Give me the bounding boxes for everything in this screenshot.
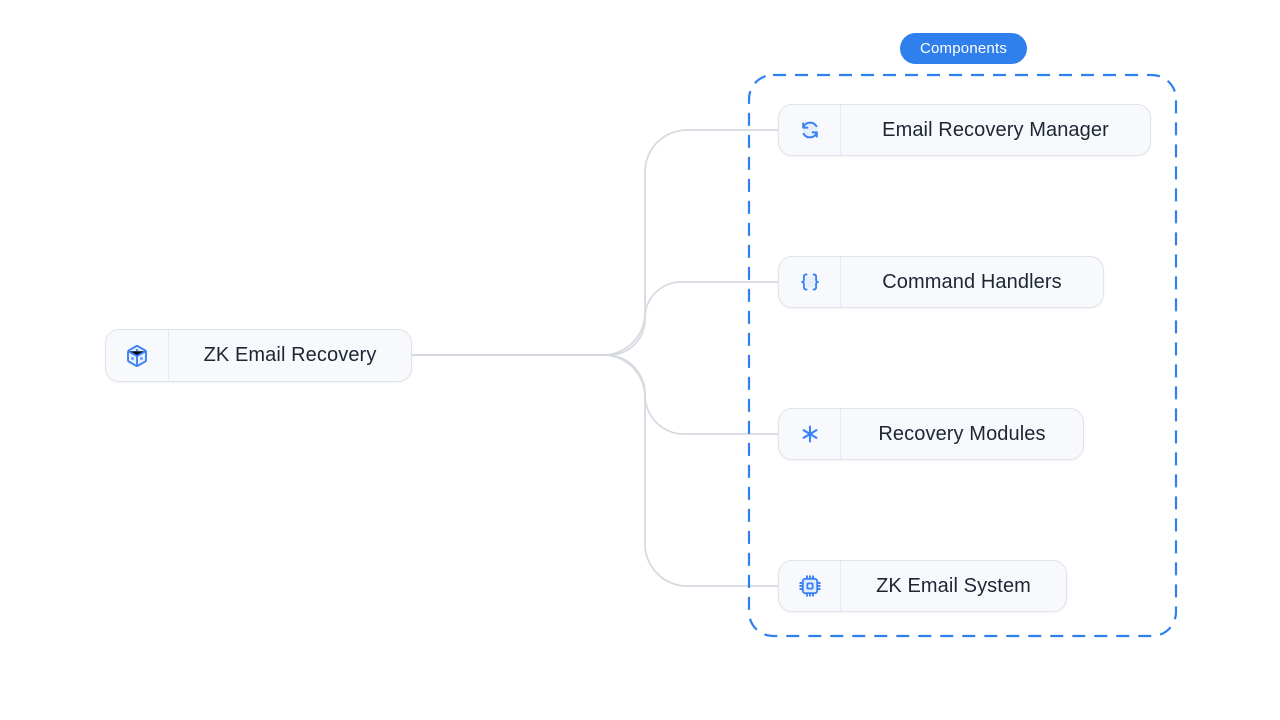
node-label: ZK Email System xyxy=(876,574,1031,597)
components-group-boundary xyxy=(747,73,1178,638)
node-zk-email-recovery[interactable]: ZK Email Recovery xyxy=(105,329,412,382)
package-icon xyxy=(106,330,169,381)
node-email-recovery-manager[interactable]: Email Recovery Manager xyxy=(778,104,1151,156)
chip-icon xyxy=(779,561,841,611)
node-recovery-modules[interactable]: Recovery Modules xyxy=(778,408,1084,460)
node-label: Recovery Modules xyxy=(878,422,1046,445)
edge-root-to-email-recovery-manager xyxy=(412,129,780,356)
edge-root-to-zk-email-system xyxy=(412,354,780,587)
node-label: Email Recovery Manager xyxy=(882,118,1109,141)
asterisk-icon xyxy=(779,409,841,459)
sync-icon xyxy=(779,105,841,155)
edge-root-to-command-handlers xyxy=(412,281,780,356)
braces-icon xyxy=(779,257,841,307)
edge-root-to-recovery-modules xyxy=(412,354,780,435)
edge-group xyxy=(412,129,780,587)
components-group-badge-label: Components xyxy=(919,40,1008,57)
node-zk-email-system[interactable]: ZK Email System xyxy=(778,560,1067,612)
node-label: Command Handlers xyxy=(882,270,1062,293)
node-command-handlers[interactable]: Command Handlers xyxy=(778,256,1104,308)
node-label: ZK Email Recovery xyxy=(203,344,377,366)
components-group-badge[interactable]: Components xyxy=(900,33,1027,64)
